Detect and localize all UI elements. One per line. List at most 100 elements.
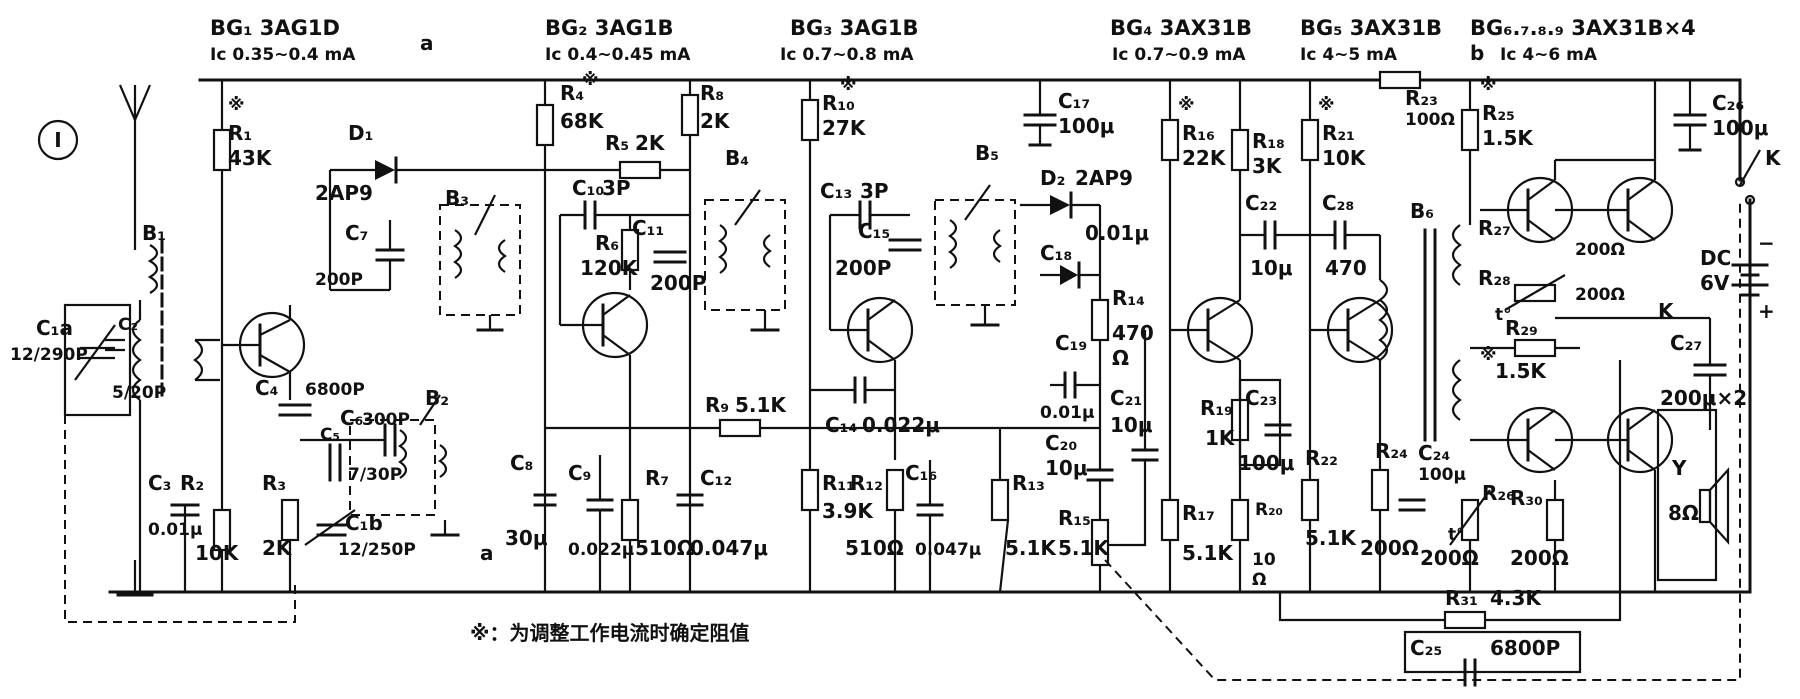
svg-text:+: + <box>1758 299 1775 323</box>
svg-text:C₁b: C₁b <box>345 511 383 535</box>
capacitor-c12: C₁₂ 0.047μ <box>676 466 768 560</box>
resistor-r18: R₁₈ 3K <box>1230 80 1285 300</box>
svg-text:R₁₇: R₁₇ <box>1182 501 1215 525</box>
svg-text:4.3K: 4.3K <box>1490 586 1542 610</box>
resistor-r20: R₂₀ 10 Ω <box>1230 498 1283 592</box>
svg-text:BG₂ 3AG1B: BG₂ 3AG1B <box>545 16 673 40</box>
svg-text:C₂₈: C₂₈ <box>1322 191 1354 215</box>
capacitor-c16: C₁₆ 0.047μ <box>905 460 981 592</box>
svg-text:Ic 0.4~0.45 mA: Ic 0.4~0.45 mA <box>545 45 691 65</box>
capacitor-c13: C₁₃ 3P <box>820 179 910 230</box>
svg-text:R₉: R₉ <box>705 393 729 417</box>
svg-text:C₂₀: C₂₀ <box>1045 431 1077 455</box>
resistor-r1: ※ R₁ 43K <box>212 80 273 510</box>
capacitor-c11: C₁₁ 200P <box>632 216 706 295</box>
svg-text:5.1K: 5.1K <box>735 393 787 417</box>
svg-text:12/250P: 12/250P <box>338 540 416 560</box>
svg-text:C₁₀: C₁₀ <box>572 176 604 200</box>
svg-text:3K: 3K <box>1252 154 1283 178</box>
svg-text:※: ※ <box>1480 75 1497 95</box>
resistor-r3: R₃ 2K <box>262 471 300 592</box>
c1a-value: 12/290P <box>10 345 88 365</box>
svg-text:R₂₀: R₂₀ <box>1255 500 1283 520</box>
svg-text:10μ: 10μ <box>1045 456 1088 480</box>
svg-text:C₁₆: C₁₆ <box>905 461 937 485</box>
resistor-r13: R₁₃ 5.1K <box>990 428 1057 593</box>
svg-text:C₁₅: C₁₅ <box>858 219 890 243</box>
battery-dc: − + DC 6V <box>1700 231 1775 323</box>
svg-text:R₆: R₆ <box>595 231 619 255</box>
svg-text:200μ×2: 200μ×2 <box>1660 386 1747 410</box>
svg-text:3.9K: 3.9K <box>822 499 874 523</box>
resistor-r28: R₂₈ 200Ω t° <box>1478 266 1625 325</box>
svg-text:R₂₁: R₂₁ <box>1322 121 1355 145</box>
svg-text:10: 10 <box>1252 550 1276 570</box>
capacitor-c28: C₂₈ 470 <box>1320 191 1382 280</box>
svg-text:3P: 3P <box>602 176 631 200</box>
svg-text:t°: t° <box>1448 525 1465 545</box>
svg-text:7/30P: 7/30P <box>348 465 402 485</box>
svg-text:0.022μ: 0.022μ <box>862 413 940 437</box>
svg-text:C₂₄: C₂₄ <box>1418 441 1450 465</box>
svg-text:6V: 6V <box>1700 271 1730 295</box>
svg-text:R₃₁: R₃₁ <box>1445 586 1478 610</box>
svg-text:5.1K: 5.1K <box>1005 536 1057 560</box>
svg-text:R₄: R₄ <box>560 81 584 105</box>
svg-text:B₄: B₄ <box>725 146 749 170</box>
capacitor-c25: C₂₅ 6800P <box>1403 630 1582 687</box>
svg-text:1K: 1K <box>1205 426 1236 450</box>
capacitor-c19: C₁₉ 0.01μ <box>1040 331 1100 423</box>
svg-text:6800P: 6800P <box>1490 636 1560 660</box>
capacitor-c9: C₉ 0.022μ <box>568 455 634 592</box>
transistor-bg5 <box>1310 296 1394 470</box>
svg-text:200Ω: 200Ω <box>1360 536 1419 560</box>
resistor-r23: R₂₃ 100Ω <box>1378 70 1455 130</box>
svg-text:30μ: 30μ <box>505 526 548 550</box>
ground-symbol <box>116 560 154 597</box>
transistor-bg7 <box>1555 80 1674 244</box>
oscillator-coil-b2: B₂ <box>349 386 460 537</box>
bg3-header: BG₃ 3AG1B Ic 0.7~0.8 mA <box>780 16 918 65</box>
capacitor-c23: C₂₃ 100μ <box>1238 378 1295 475</box>
resistor-r11: R₁₁ 3.9K <box>800 468 874 523</box>
svg-text:C₂₅: C₂₅ <box>1410 636 1442 660</box>
capacitor-c15: C₁₅ 200P <box>835 219 922 280</box>
svg-text:BG₅ 3AX31B: BG₅ 3AX31B <box>1300 16 1442 40</box>
svg-text:R₂₃: R₂₃ <box>1405 86 1438 110</box>
c2-value: 5/20P <box>112 383 166 403</box>
diode-d2: D₂ 2AP9 <box>1020 166 1133 219</box>
svg-text:R₁₁: R₁₁ <box>822 471 855 495</box>
svg-text:R₁₂: R₁₂ <box>850 471 883 495</box>
svg-text:C₁₁: C₁₁ <box>632 216 664 240</box>
svg-text:R₁₆: R₁₆ <box>1182 121 1215 145</box>
svg-text:27K: 27K <box>822 116 867 140</box>
svg-text:1.5K: 1.5K <box>1495 359 1547 383</box>
svg-text:C₂₇: C₂₇ <box>1670 331 1702 355</box>
speaker-y: Y 8Ω <box>1656 408 1730 582</box>
capacitor-c18: C₁₈ 0.01μ <box>1040 221 1149 289</box>
svg-text:C₁₂: C₁₂ <box>700 466 732 490</box>
variable-capacitor-c1b: C₁b 12/250P <box>304 509 416 560</box>
gang-link-dashed <box>64 415 296 623</box>
svg-text:2K: 2K <box>262 536 293 560</box>
transistor-bg4 <box>1170 296 1254 400</box>
svg-text:22K: 22K <box>1182 146 1227 170</box>
capacitor-c6: C₆ 300P <box>300 406 410 457</box>
svg-text:R₂₇: R₂₇ <box>1478 216 1511 240</box>
resistor-r14: R₁₄ 470 Ω <box>1090 205 1154 470</box>
resistor-r25: ※ R₂₅ 1.5K <box>1460 75 1534 225</box>
svg-text:2K: 2K <box>635 131 666 155</box>
svg-text:5.1K: 5.1K <box>1182 541 1234 565</box>
svg-text:100μ: 100μ <box>1058 114 1115 138</box>
svg-text:R₂₂: R₂₂ <box>1305 446 1338 470</box>
svg-text:R₃₀: R₃₀ <box>1510 486 1543 510</box>
svg-text:R₂: R₂ <box>180 471 204 495</box>
svg-text:Ⅰ: Ⅰ <box>54 128 61 152</box>
svg-text:200P: 200P <box>650 271 706 295</box>
resistor-r5: R₅ 2K <box>605 131 666 180</box>
svg-text:C₅: C₅ <box>320 425 340 445</box>
capacitor-c5: C₅ 7/30P <box>320 425 402 485</box>
svg-text:200Ω: 200Ω <box>1575 240 1625 260</box>
if-transformer-b5: B₅ <box>934 141 1016 327</box>
transistor-bg3 <box>828 215 914 460</box>
